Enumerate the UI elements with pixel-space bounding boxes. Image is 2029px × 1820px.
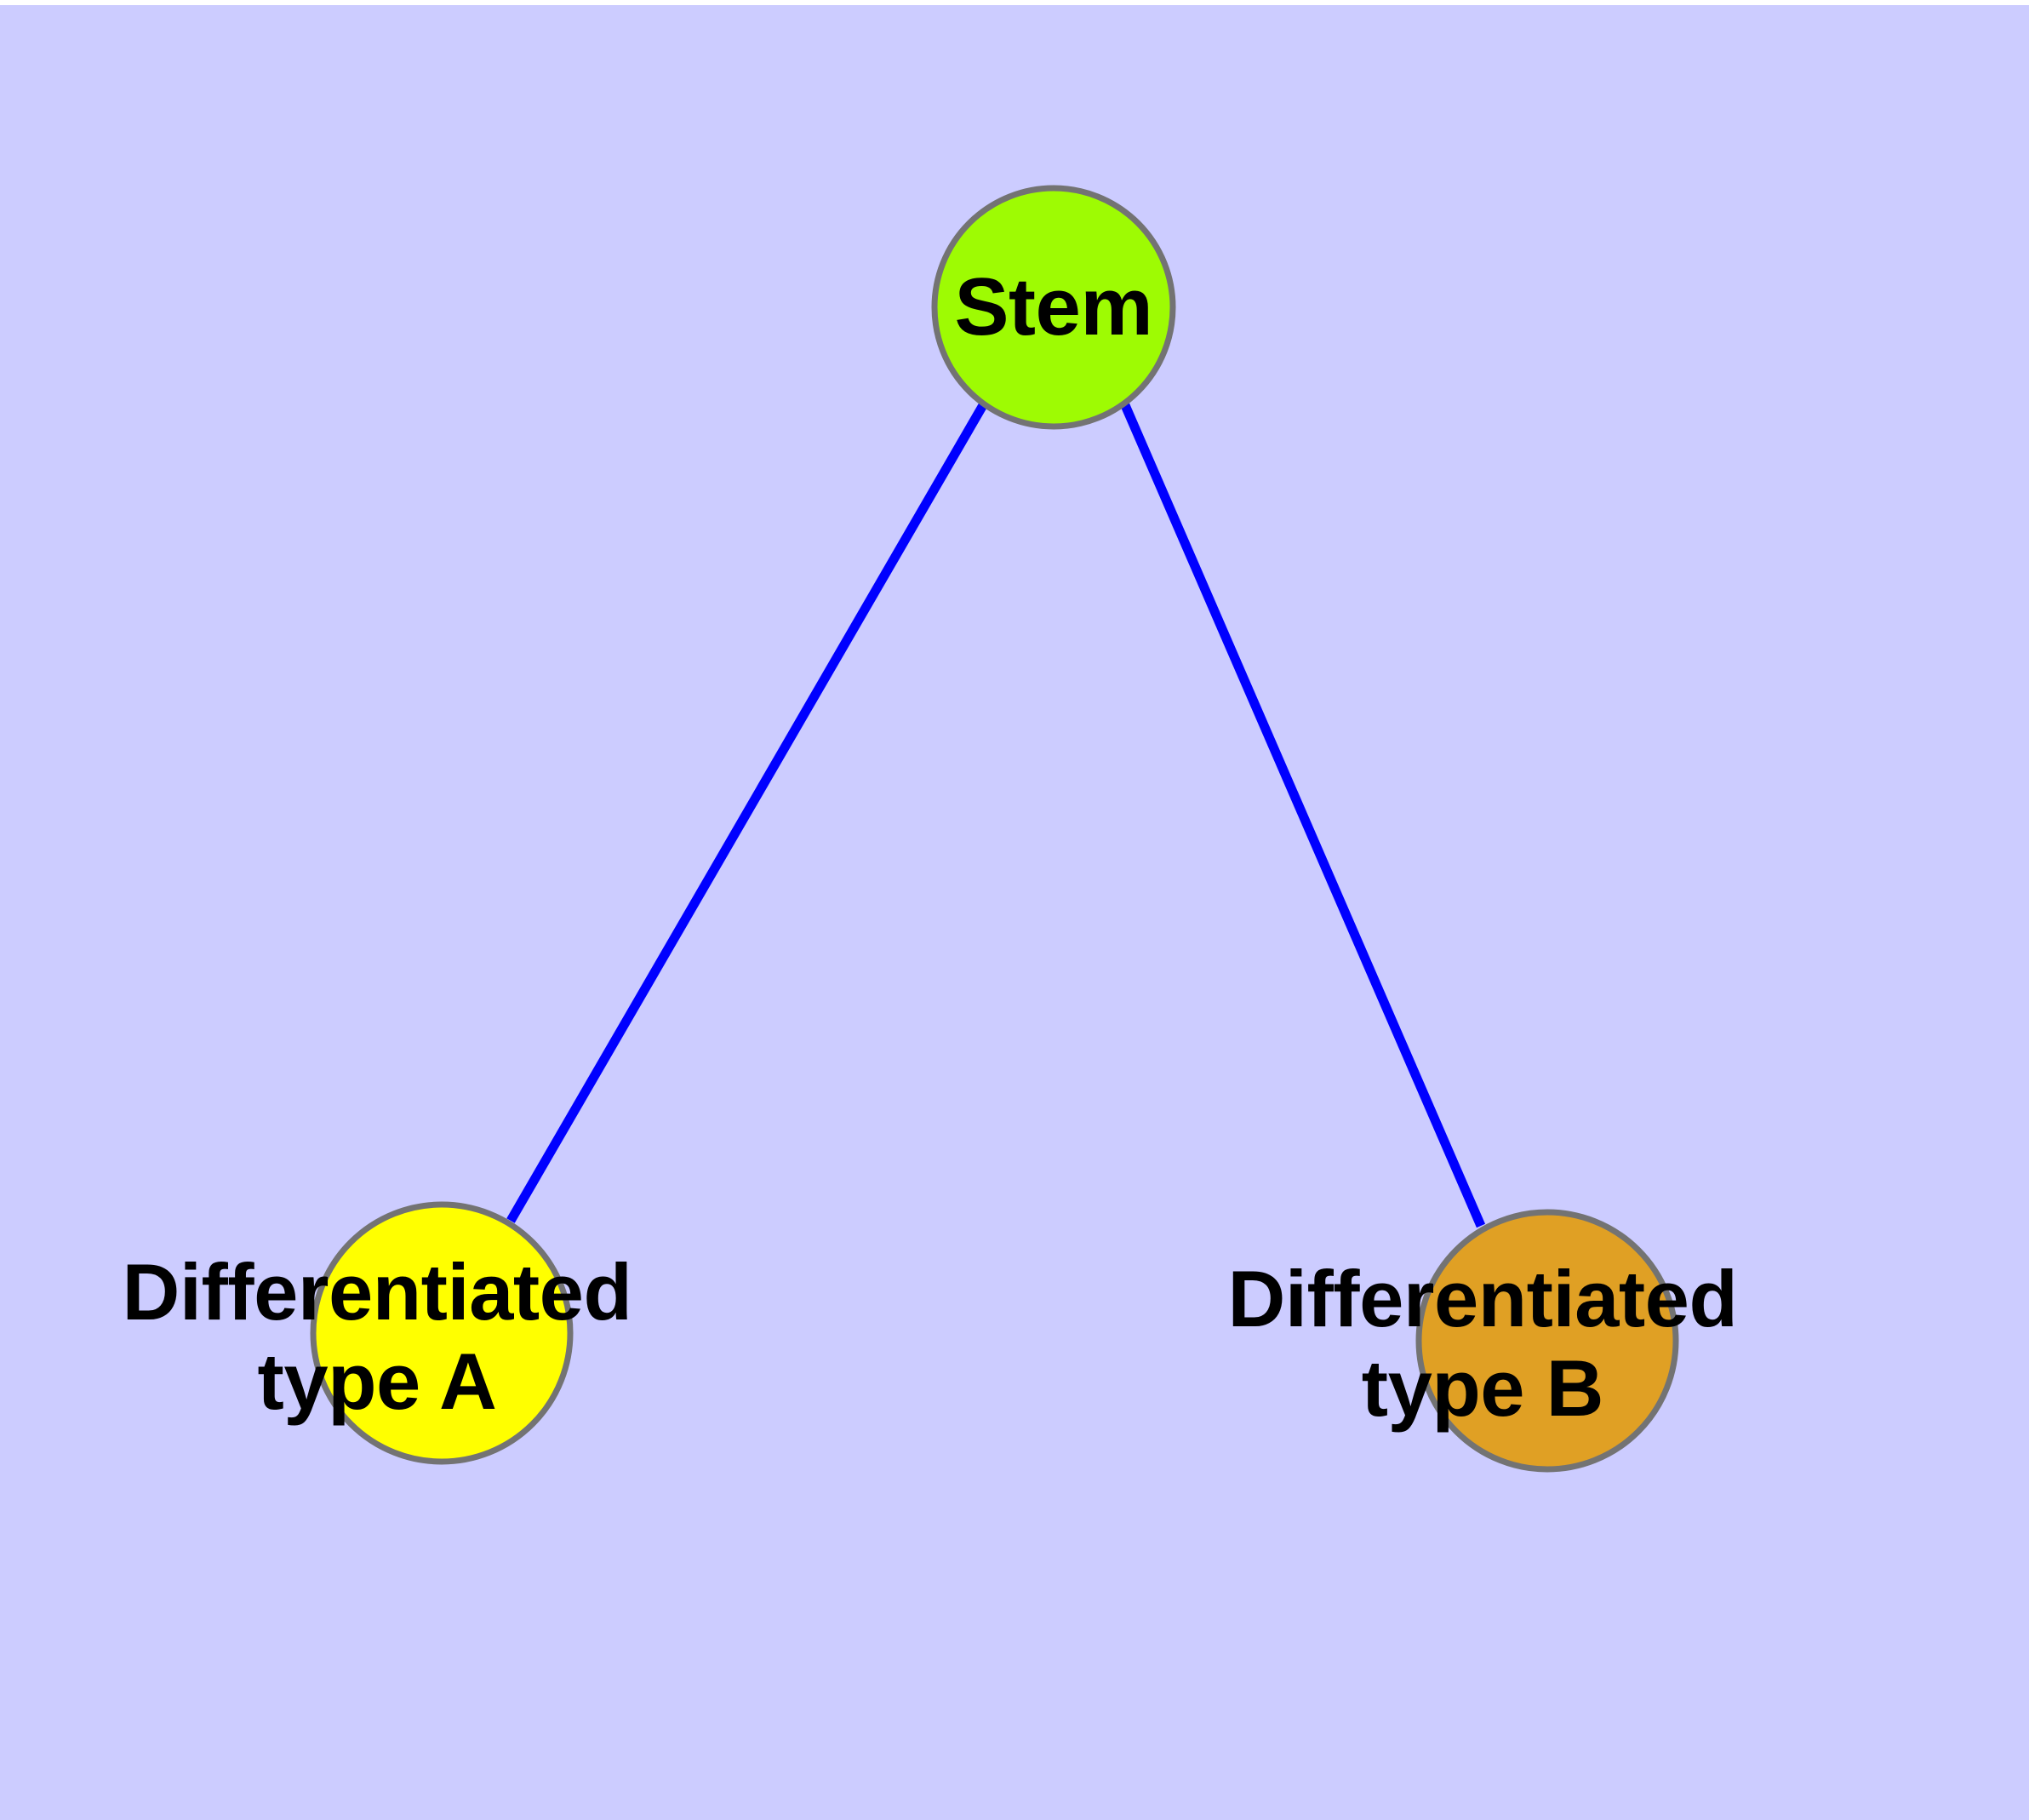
node-layer bbox=[310, 185, 1679, 1473]
graph-node-diff_b[interactable] bbox=[1415, 1209, 1679, 1473]
graph-edge-stem-to-a[interactable] bbox=[506, 403, 987, 1223]
graph-node-diff_a[interactable] bbox=[310, 1201, 574, 1465]
graph-edge-stem-to-b[interactable] bbox=[1120, 403, 1486, 1228]
graph-node-stem[interactable] bbox=[931, 185, 1176, 430]
edge-layer bbox=[506, 403, 1486, 1228]
